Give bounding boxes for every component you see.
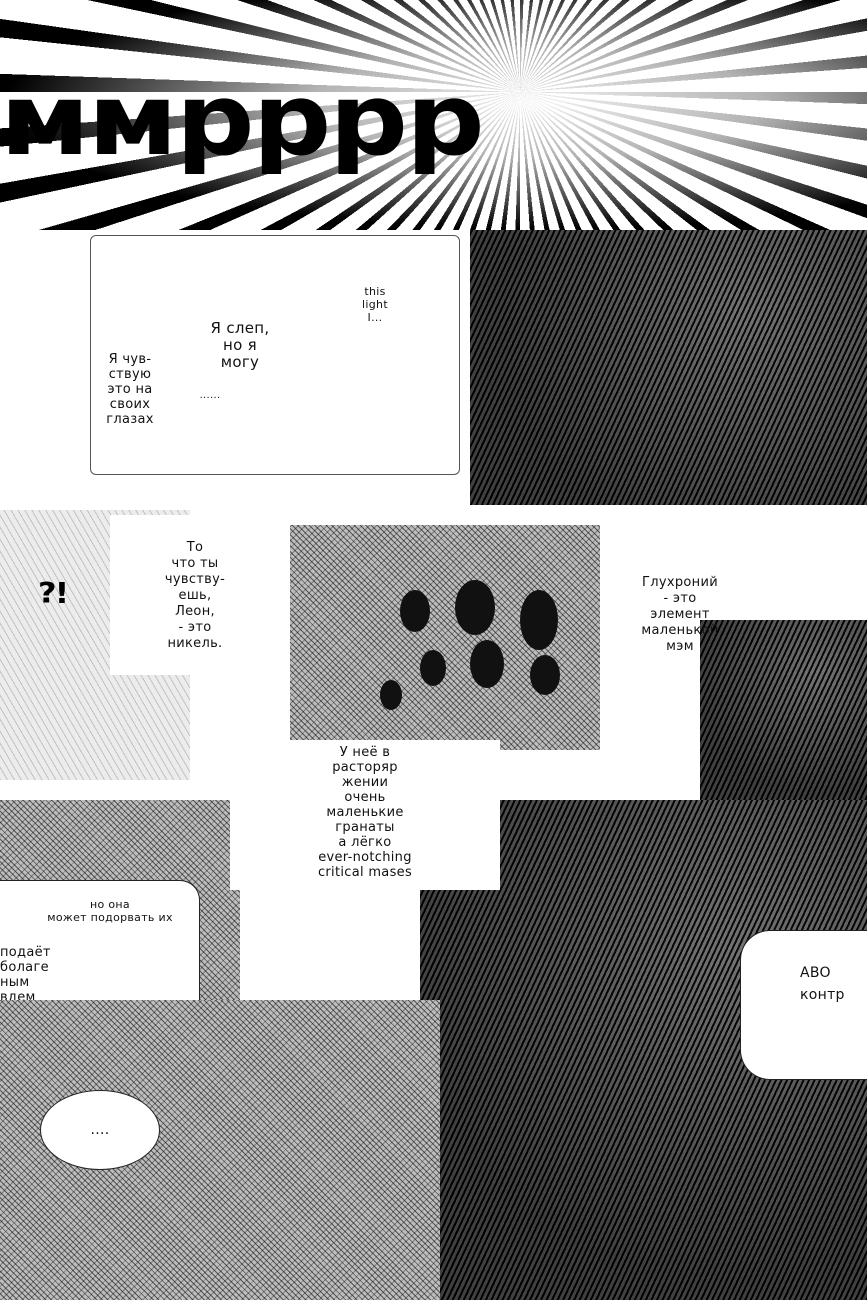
speech-panel-middle — [110, 515, 290, 675]
top-panel-glow — [0, 0, 867, 230]
bubble-text-dots-1: ...... — [199, 390, 221, 401]
bubble-text-russian-4: Глухроний - это элемент маленькой мэм — [641, 575, 719, 654]
particle-7 — [380, 680, 402, 710]
bubble-text-russian-6: но она может подорвать их — [47, 898, 173, 924]
bubble-text-english-1: this light I... — [362, 285, 388, 324]
bubble-text-russian-7: подаёт болаге ным вдем — [0, 945, 51, 1005]
bottom-panel — [0, 1000, 440, 1300]
sfx-bang: ?! — [38, 575, 69, 611]
speech-panel-lower-center — [230, 740, 500, 890]
bubble-text-russian-8: ABO контр — [800, 965, 845, 1003]
particle-2 — [455, 580, 495, 635]
character-panel-right-lower — [700, 620, 867, 800]
bubble-text-russian-5: У неё в расторяр жении очень маленькие г… — [317, 745, 413, 880]
bubble-text-russian-3: То что ты чувству- ешь, Леон, - это нике… — [164, 540, 226, 651]
bubble-text-dots-2: .... — [90, 1122, 110, 1138]
particle-6 — [420, 650, 446, 686]
speech-bubble-bottom — [40, 1090, 160, 1170]
speech-bubble-lower-right — [740, 930, 867, 1080]
particle-3 — [520, 590, 558, 650]
particle-1 — [400, 590, 430, 632]
speech-bubble-large — [90, 235, 460, 475]
sfx-top: ммрррр — [0, 66, 485, 174]
bubble-text-russian-2: Я чув- ствую это на своих глазах — [106, 352, 154, 427]
speech-bubble-lower-left — [0, 880, 200, 1020]
particle-5 — [530, 655, 560, 695]
particle-4 — [470, 640, 504, 688]
bubble-text-russian-1: Я слеп, но я могу — [210, 319, 270, 371]
character-panel-right — [460, 230, 867, 505]
